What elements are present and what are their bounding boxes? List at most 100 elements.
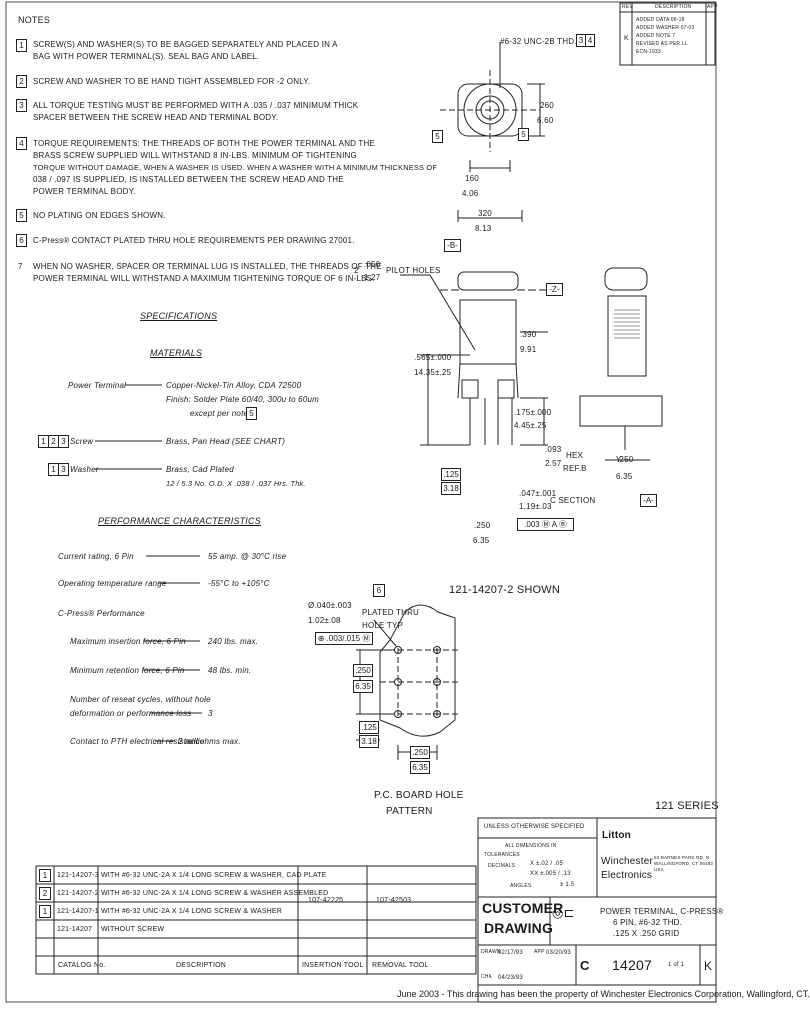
app-date: 03/20/93 [546, 950, 571, 956]
dim-125-box: .125 [441, 468, 461, 481]
angles-value: ± 1.5 [560, 882, 575, 888]
datum-a: -A- [640, 494, 657, 507]
dim-390: .390 [520, 330, 537, 339]
note-6-line-1: C-Press® CONTACT PLATED THRU HOLE REQUIR… [33, 236, 355, 245]
reseat-cycles-value: 3 [208, 709, 213, 718]
note-4-line-5: POWER TERMINAL BODY. [33, 187, 136, 196]
plated-thru-label: PLATED THRU [362, 608, 420, 617]
pcb-dim-125-box: .125 [359, 721, 379, 734]
pcb-pattern-title-2: PATTERN [386, 806, 433, 817]
company-name-1: Winchester [601, 856, 654, 867]
dim-hex: .093 [545, 445, 562, 454]
dim-overall-mm: 8.13 [475, 224, 492, 233]
description-header: DESCRIPTION [176, 962, 227, 969]
note-2-line-1: SCREW AND WASHER TO BE HAND TIGHT ASSEMB… [33, 77, 311, 86]
removal-tool-header: REMOVAL TOOL [372, 962, 429, 969]
thread-callout: #6-32 UNC-2B THD. [500, 37, 577, 46]
parts-row-3-note: 1 [39, 905, 51, 918]
company-logo: Litton [602, 830, 631, 841]
series-label: 121 SERIES [655, 800, 719, 812]
insertion-force-value: 240 lbs. max. [208, 637, 259, 646]
materials-title: MATERIALS [150, 348, 203, 358]
power-terminal-note-ref: 5 [246, 407, 257, 420]
dim-565-mm: 14.35±.25 [414, 368, 452, 377]
company-address-3: USA [654, 867, 664, 872]
dim-125-mm-box: 3.18 [441, 482, 461, 495]
app-label: APP [534, 949, 545, 955]
chk-date: 04/23/93 [498, 975, 523, 981]
hole-typ-label: HOLE TYP [362, 621, 404, 630]
rev-letter: K [624, 35, 629, 42]
note-5-line-1: NO PLATING ON EDGES SHOWN. [33, 211, 166, 220]
note-7-line-1: WHEN NO WASHER, SPACER OR TERMINAL LUG I… [33, 262, 382, 271]
parts-row-2-desc: WITH #6-32 UNC-2A X 1/4 LONG SCREW & WAS… [101, 890, 329, 897]
chk-label: CHK [481, 974, 493, 980]
insertion-tool-value: 107-42225 [308, 897, 344, 904]
screw-material: Brass, Pan Head (SEE CHART) [166, 437, 286, 446]
cpress-performance-title: C-Press® Performance [58, 609, 145, 618]
washer-size: 12 / 5.3 No. O.D. X .038 / .037 Hrs. Thk… [166, 479, 306, 488]
insertion-force-label: Maximum insertion force, 6 Pin [70, 637, 186, 646]
tolerance-sub: ALL DIMENSIONS IN [505, 843, 557, 849]
power-terminal-finish: Finish: Solder Plate 60/40, 300u to 60um [166, 395, 319, 404]
note-3-line-1: ALL TORQUE TESTING MUST BE PERFORMED WIT… [33, 101, 359, 110]
dim-250a: .250 [617, 455, 634, 464]
drawn-label: DRAWN [481, 949, 501, 955]
rev-app-header: APP [707, 4, 718, 10]
pcb-pattern-title-1: P.C. BOARD HOLE [374, 790, 464, 801]
temperature-range-value: -55°C to +105°C [208, 579, 270, 588]
drawing-number: 14207 [612, 957, 652, 973]
parts-row-2-note: 2 [39, 887, 51, 900]
pcb-dim-250a-mm-box: 6.35 [353, 680, 373, 693]
pcb-hole-dim: Ø.040±.003 [308, 601, 352, 610]
c-section-label: C SECTION [550, 496, 596, 505]
decimal-2-place: X ±.02 / .05 [530, 861, 564, 867]
datum-z: -Z- [546, 283, 563, 296]
performance-title: PERFORMANCE CHARACTERISTICS [98, 516, 261, 526]
drawing-sheet: NOTES 1 SCREW(S) AND WASHER(S) TO BE BAG… [5, 1, 810, 1003]
dim-565: .565±.000 [414, 353, 452, 362]
pcb-dim-250b-box: .250 [410, 746, 430, 759]
note-3-marker: 3 [16, 99, 27, 112]
pilot-holes-label: PILOT HOLES [386, 266, 441, 275]
dim-overall: 320 [478, 209, 492, 218]
thread-note-ref-4: 4 [585, 34, 595, 47]
top-note-ref-5b: 5 [518, 128, 529, 141]
rev-line-5: ECN-1933 [636, 49, 661, 55]
sheet-number: 1 of 1 [668, 962, 685, 968]
customer-drawing-1: CUSTOMER [482, 900, 564, 916]
company-name-2: Electronics [601, 870, 653, 881]
note-7-marker: 7 [18, 262, 23, 271]
removal-tool-value: 107-42503 [376, 897, 412, 904]
note-4-marker: 4 [16, 137, 27, 150]
temperature-range-label: Operating temperature range [58, 579, 167, 588]
parts-row-1-note: 1 [39, 869, 51, 882]
washer-note-ref-2: 3 [58, 463, 69, 476]
projection-symbol: ◎⊏ [552, 905, 575, 920]
pcb-note-ref-6: 6 [373, 584, 385, 597]
dim-width: 160 [465, 174, 479, 183]
reseat-cycles-label: Number of reseat cycles, without hole [70, 695, 211, 704]
parts-row-1-desc: WITH #6-32 UNC-2A X 1/4 LONG SCREW & WAS… [101, 872, 327, 879]
note-1-line-2: BAG WITH POWER TERMINAL(S). SEAL BAG AND… [33, 52, 260, 61]
angles-label: ANGLES [510, 883, 532, 889]
rev-desc-header: DESCRIPTION [655, 4, 692, 10]
reseat-cycles-label-2: deformation or performance loss [70, 709, 192, 718]
retention-force-value: 48 lbs. min. [208, 666, 252, 675]
footer-copyright: June 2003 - This drawing has been the pr… [397, 989, 810, 999]
specifications-title: SPECIFICATIONS [140, 311, 218, 321]
datum-y: -Y- [613, 455, 624, 464]
rev-line-1: ADDED DATA 06-18 [636, 17, 685, 23]
hex-label: HEX [566, 451, 584, 460]
top-note-ref-5a: 5 [432, 130, 443, 143]
screw-label: Screw [70, 437, 94, 446]
dim-height: 260 [540, 101, 554, 110]
parts-row-1-pn: 121-14207-3 [57, 872, 99, 879]
insertion-tool-header: INSERTION TOOL [302, 962, 364, 969]
electrical-resistance-label: Contact to PTH electrical resistance [70, 737, 205, 746]
shown-label: 121-14207-2 SHOWN [449, 584, 561, 596]
dim-390-mm: 9.91 [520, 345, 537, 354]
part-title-3: .125 X .250 GRID [613, 929, 680, 938]
retention-force-label: Minimum retention force, 6 Pin [70, 666, 185, 675]
part-title-2: 6 PIN, #6-32 THD. [613, 918, 683, 927]
